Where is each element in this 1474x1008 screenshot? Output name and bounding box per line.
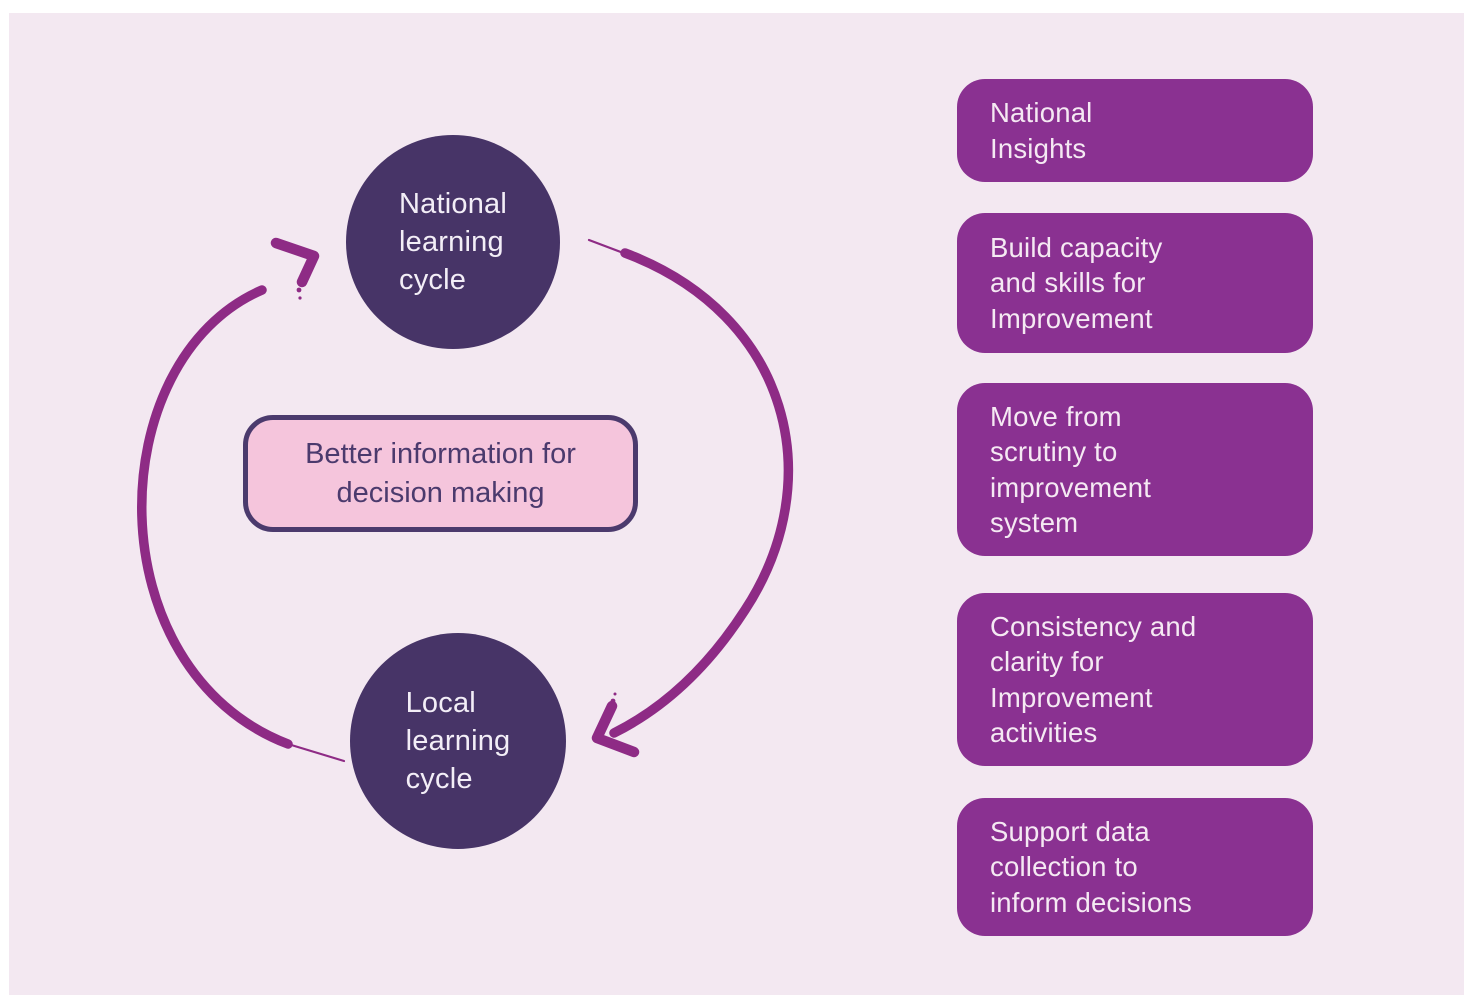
outcome-line: clarity for — [990, 646, 1104, 677]
cycle-arrow-up — [137, 237, 346, 763]
outcome-box-national-insights: National Insights — [957, 79, 1313, 182]
outcome-line: Build capacity — [990, 231, 1163, 263]
outcome-line: system — [990, 507, 1079, 538]
arrow-shaft — [609, 248, 794, 738]
outcome-line: activities — [990, 717, 1098, 748]
label-line: cycle — [405, 763, 473, 795]
ink-drip-dot — [610, 698, 616, 704]
national-learning-cycle-circle: National learning cycle — [346, 135, 560, 349]
label-line: learning — [399, 226, 504, 258]
better-information-box: Better information for decision making — [243, 415, 638, 532]
outcome-line: inform decisions — [990, 886, 1192, 918]
label-line: National — [399, 188, 507, 220]
outcome-line: Improvement — [990, 302, 1153, 334]
outcome-line: Improvement — [990, 681, 1153, 713]
local-learning-cycle-circle: Local learning cycle — [350, 633, 566, 849]
label-line: Local — [405, 687, 476, 719]
center-box-line: decision making — [336, 476, 545, 509]
outcome-box-consistency-clarity: Consistency and clarity for Improvement … — [957, 593, 1313, 766]
label-line: cycle — [399, 264, 467, 296]
outcome-line: improvement — [990, 471, 1152, 503]
outcome-line: collection to — [990, 851, 1138, 883]
arrow-shaft — [137, 285, 293, 749]
center-box-line: Better information for — [305, 437, 576, 470]
ink-drip-dot — [296, 287, 302, 293]
outcome-line: Insights — [990, 132, 1087, 164]
outcome-line: Consistency and — [990, 610, 1197, 642]
ink-drip-dot — [298, 296, 302, 300]
national-circle-label: National learning cycle — [399, 185, 507, 299]
arrow-tail-stroke — [286, 742, 346, 763]
arrowhead-down-icon — [591, 700, 640, 758]
outcome-box-support-data-collection: Support data collection to inform decisi… — [957, 798, 1313, 936]
outcome-box-build-capacity: Build capacity and skills for Improvemen… — [957, 213, 1313, 353]
outcome-line: and skills for — [990, 267, 1146, 299]
cycle-arrow-down — [587, 238, 794, 758]
local-circle-label: Local learning cycle — [406, 684, 511, 798]
label-line: learning — [405, 725, 511, 757]
outcome-box-scrutiny-to-improvement: Move from scrutiny to improvement system — [957, 383, 1313, 556]
outcome-line: Move from — [990, 400, 1122, 432]
outcome-line: National — [990, 97, 1093, 128]
arrowhead-up-icon — [270, 237, 320, 288]
outcome-line: Support data — [990, 815, 1150, 847]
outcome-line: scrutiny to — [990, 436, 1118, 467]
ink-drip-dot — [613, 692, 617, 696]
